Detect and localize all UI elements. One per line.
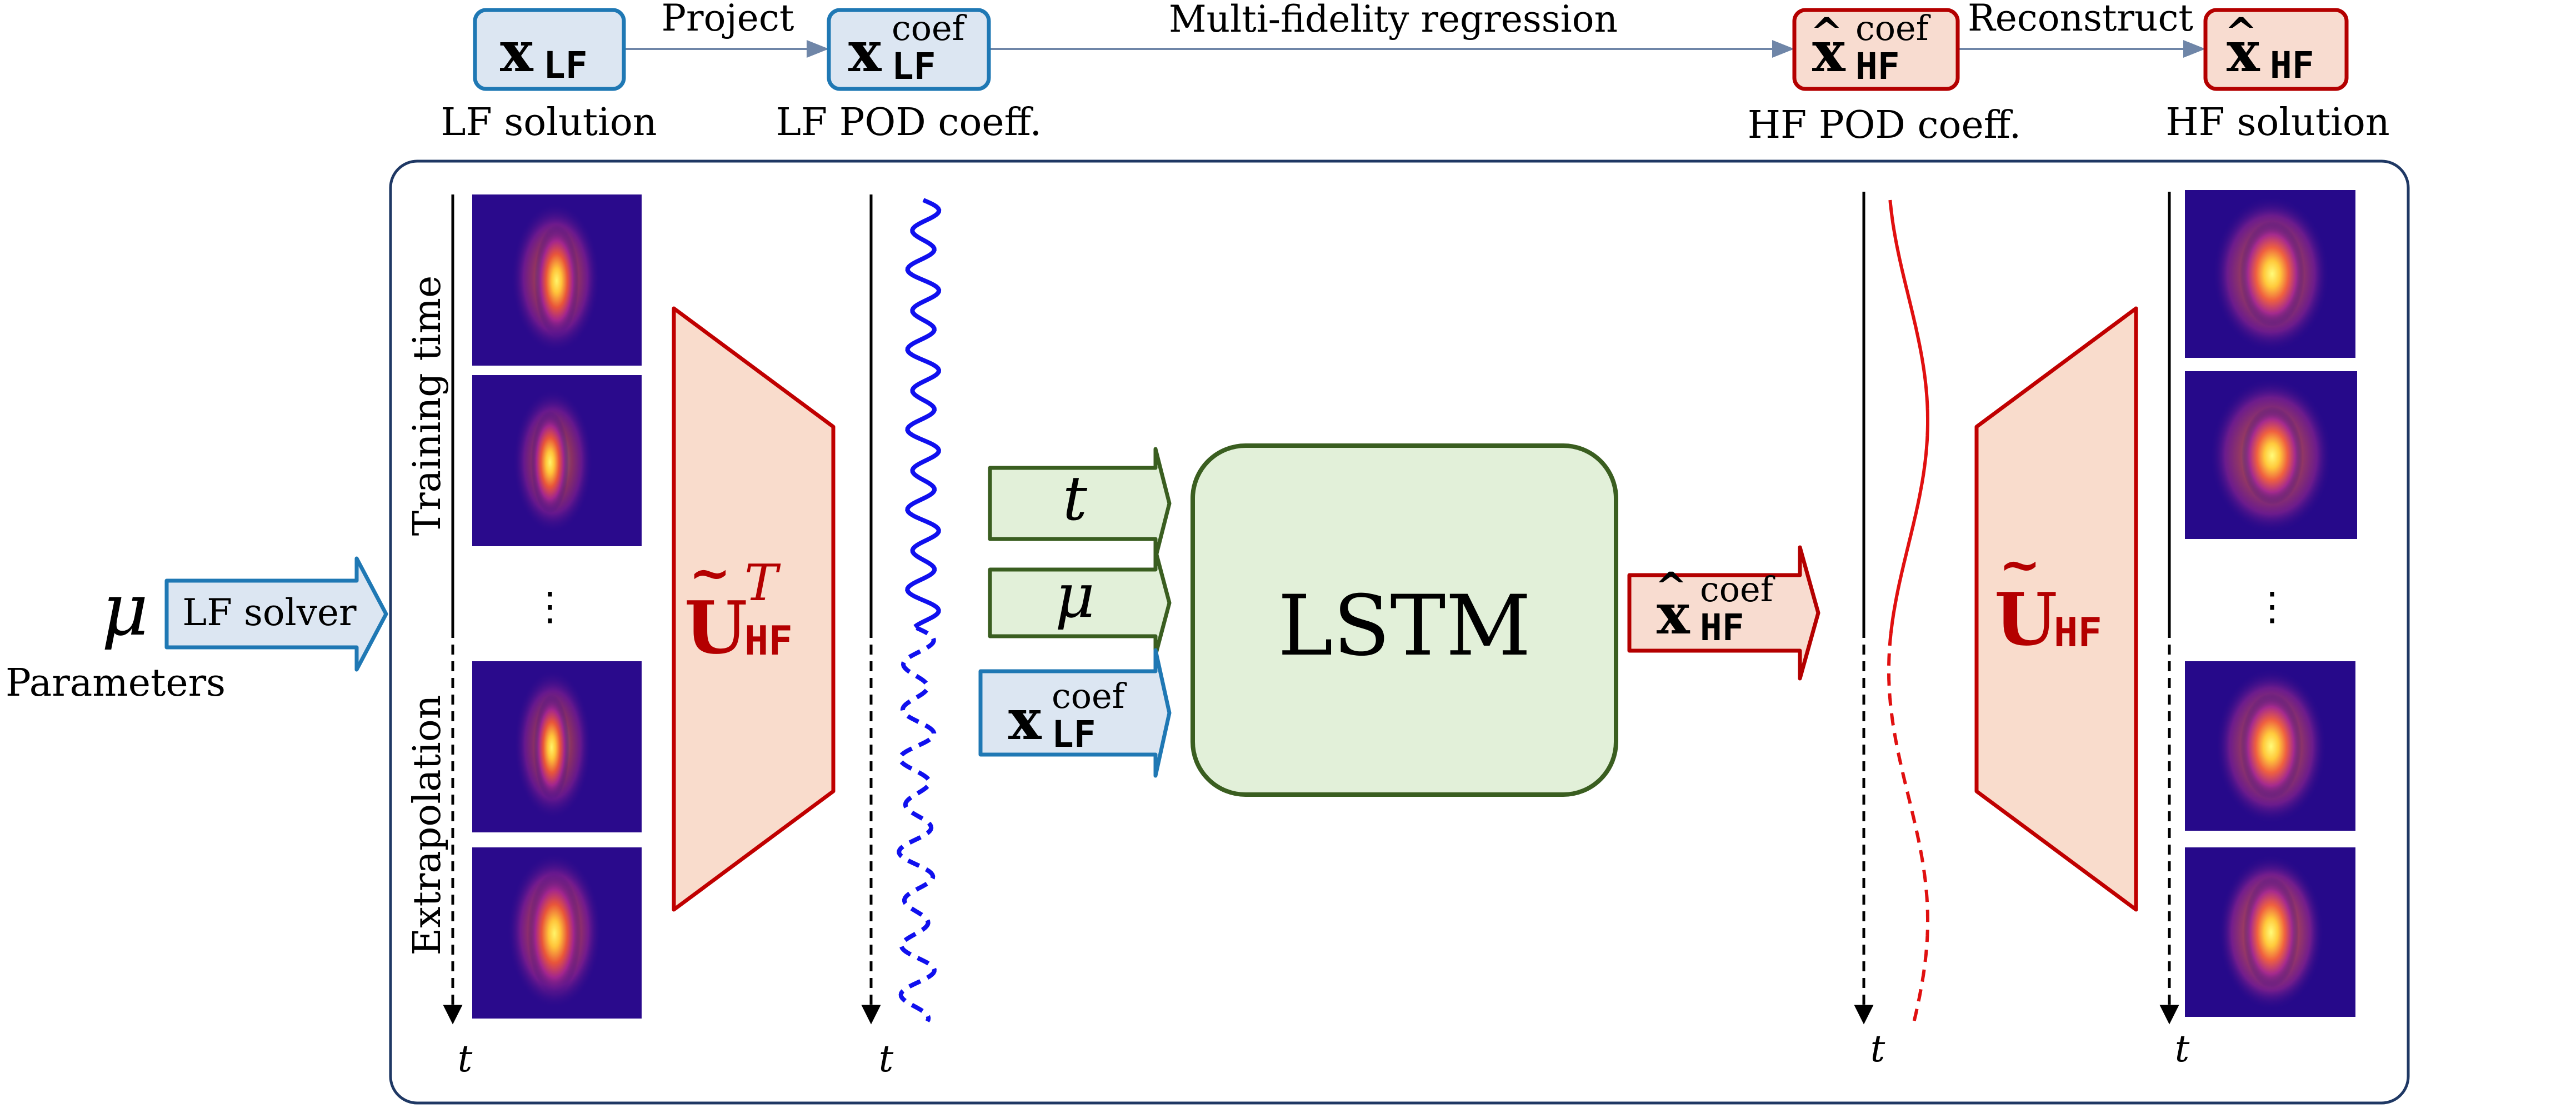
node-x-hf-coef: ^ x coef HF <box>1792 8 1960 91</box>
node-x-lf-coef-symbol: x <box>848 19 882 84</box>
node-x-lf-coef-caption: LF POD coeff. <box>776 101 1042 144</box>
hf-ellipsis: ⋮ <box>2253 583 2292 629</box>
lf-snapshots <box>472 194 642 1019</box>
input-mu-arrow: μ <box>988 548 1172 657</box>
lf-coef-curve-extrapolation <box>897 626 937 1022</box>
reconstruction-operator: U ~ HF <box>1974 306 2138 912</box>
output-sup: coef <box>1700 569 1775 610</box>
node-x-hf-coef-hat: ^ <box>1810 9 1843 55</box>
lf-snapshot-1 <box>472 194 642 366</box>
node-x-lf-coef-sup: coef <box>892 8 967 48</box>
hf-snapshots <box>2185 190 2357 1017</box>
node-x-hf: ^ x HF <box>2203 8 2349 91</box>
parameters-caption: Parameters <box>6 661 226 705</box>
hf-coef-curve-extrapolation <box>1887 633 1929 1023</box>
projection-sub: HF <box>744 617 793 664</box>
lf-timeline: Training time Extrapolation t ⋮ <box>406 194 569 1080</box>
node-x-hf-coef-symbol: x <box>1812 19 1846 84</box>
output-sub: HF <box>1700 606 1744 649</box>
node-x-hf-symbol: x <box>2227 19 2260 84</box>
extrapolation-label: Extrapolation <box>406 695 449 956</box>
hf-snapshot-3 <box>2185 661 2355 831</box>
lstm-output-arrow: ^ x coef HF <box>1627 545 1820 681</box>
node-x-hf-coef-caption: HF POD coeff. <box>1748 103 2022 147</box>
node-x-lf-caption: LF solution <box>441 101 657 144</box>
lf-snapshot-4 <box>472 847 642 1019</box>
lf-axis-t: t <box>458 1037 473 1080</box>
lstm-label: LSTM <box>1278 578 1531 675</box>
lf-solver-arrow <box>164 556 388 672</box>
lf-snapshot-3 <box>472 661 642 832</box>
parameter-input: μ LF solver Parameters <box>6 556 388 705</box>
mu-symbol: μ <box>102 567 149 652</box>
node-x-lf-sub: LF <box>543 44 587 87</box>
hf-snapshot-1 <box>2185 190 2355 358</box>
reconstruction-symbol: U <box>1994 577 2057 662</box>
lf-solver-label: LF solver <box>182 591 357 634</box>
edge-regression-label: Multi-fidelity regression <box>1169 0 1618 41</box>
hf-snapshot-4 <box>2185 847 2355 1017</box>
input-xlf-coef-sub: LF <box>1052 713 1096 756</box>
output-hat: ^ <box>1655 563 1688 610</box>
node-x-lf-coef: x coef LF <box>827 8 991 91</box>
node-x-lf-coef-sub: LF <box>892 45 936 88</box>
lf-coef-axis-t: t <box>879 1037 894 1080</box>
edge-reconstruct-label: Reconstruct <box>1968 0 2193 39</box>
node-x-lf: x LF <box>473 8 626 91</box>
reconstruction-tilde: ~ <box>1999 535 2040 594</box>
reconstruction-trapezoid <box>1974 306 2138 912</box>
hf-coef-axis-t: t <box>1870 1027 1885 1070</box>
input-xlf-coef-sup: coef <box>1052 676 1127 716</box>
input-xlf-coef-symbol: x <box>1008 687 1042 752</box>
projection-sup: T <box>744 554 781 612</box>
hf-snapshot-2 <box>2185 371 2357 539</box>
input-t-label: t <box>1063 463 1088 534</box>
edge-project-label: Project <box>662 0 794 39</box>
projection-tilde: ~ <box>689 543 731 602</box>
lf-coef-timeline: t <box>861 194 942 1080</box>
projection-trapezoid <box>672 306 836 912</box>
main-frame <box>389 159 2410 1105</box>
hf-coef-curve-training <box>1888 199 1929 634</box>
reconstruction-sub: HF <box>2054 609 2102 656</box>
lstm-inputs: t μ x coef LF <box>978 447 1172 778</box>
projection-symbol: U <box>684 585 747 670</box>
lf-coef-curve-training <box>905 198 942 629</box>
hf-timeline: t ⋮ <box>2159 192 2292 1070</box>
node-x-hf-hat: ^ <box>2225 9 2258 55</box>
node-x-hf-caption: HF solution <box>2165 101 2389 144</box>
training-time-label: Training time <box>406 276 449 536</box>
input-mu-label: μ <box>1055 560 1095 631</box>
lstm-block: LSTM <box>1191 443 1618 797</box>
node-x-hf-coef-sub: HF <box>1855 45 1899 88</box>
lf-ellipsis: ⋮ <box>531 583 569 629</box>
lf-snapshot-2 <box>472 375 642 546</box>
node-x-hf-sub: HF <box>2270 44 2314 87</box>
hf-coef-timeline: t <box>1854 192 1929 1070</box>
input-xlf-coef-arrow: x coef LF <box>978 648 1172 778</box>
projection-operator: U ~ T HF <box>672 306 836 912</box>
input-t-arrow: t <box>988 447 1172 560</box>
hf-axis-t: t <box>2175 1027 2190 1070</box>
top-flow: Project Multi-fidelity regression Recons… <box>441 0 2389 147</box>
node-x-lf-symbol: x <box>500 19 534 84</box>
output-symbol: x <box>1657 581 1690 647</box>
node-x-hf-coef-sup: coef <box>1855 8 1931 48</box>
